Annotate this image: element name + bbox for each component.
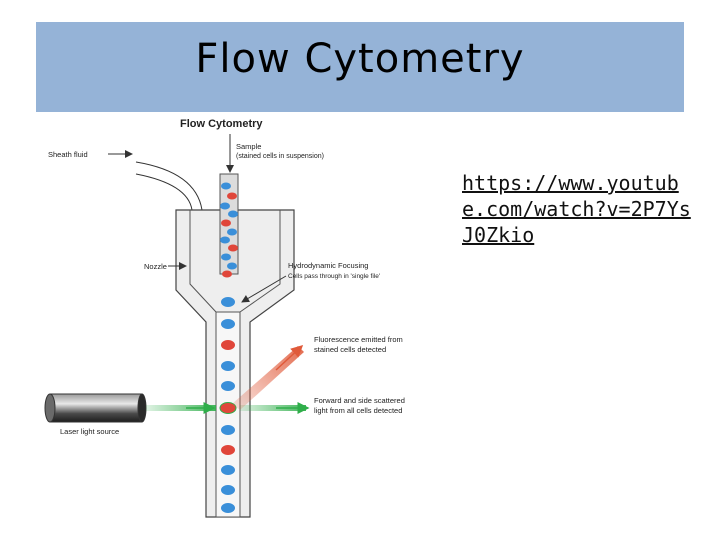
slide-title: Flow Cytometry (195, 36, 525, 82)
hydro-arrow (241, 275, 287, 303)
flow-cytometry-diagram: Flow Cytometry Sheath fluid Sample (stai… (44, 118, 405, 518)
label-scatter-2: light from all cells detected (314, 406, 402, 415)
cells-single-file (219, 297, 237, 513)
label-scatter-1: Forward and side scattered (314, 396, 405, 405)
diagram-title: Flow Cytometry (180, 118, 263, 130)
label-hydro: Hydrodynamic Focusing (288, 261, 368, 270)
video-link[interactable]: https://www.youtube.com/watch?v=2P7Ys J0… (462, 171, 691, 247)
label-sample: Sample (236, 142, 261, 151)
label-nozzle: Nozzle (144, 262, 167, 271)
fluorescence-arrow (275, 344, 304, 371)
title-bar: Flow Cytometry (36, 22, 684, 112)
cells-in-sample (220, 182, 238, 278)
sheath-tube-inner (135, 173, 193, 211)
scatter-beam (240, 405, 306, 411)
label-hydro-sub: Cells pass through in 'single file' (288, 273, 380, 280)
label-fluor-2: stained cells detected (314, 345, 386, 354)
sheath-tube-outer (135, 161, 203, 211)
label-laser: Laser light source (60, 427, 119, 436)
label-fluor-1: Fluorescence emitted from (314, 335, 403, 344)
label-sheath-fluid: Sheath fluid (48, 150, 88, 159)
label-sample-sub: (stained cells in suspension) (236, 153, 324, 160)
fluorescence-beam (232, 346, 304, 410)
laser-light-source (44, 393, 147, 423)
laser-beam-in (146, 405, 216, 411)
nozzle-inner-walls (189, 210, 281, 313)
